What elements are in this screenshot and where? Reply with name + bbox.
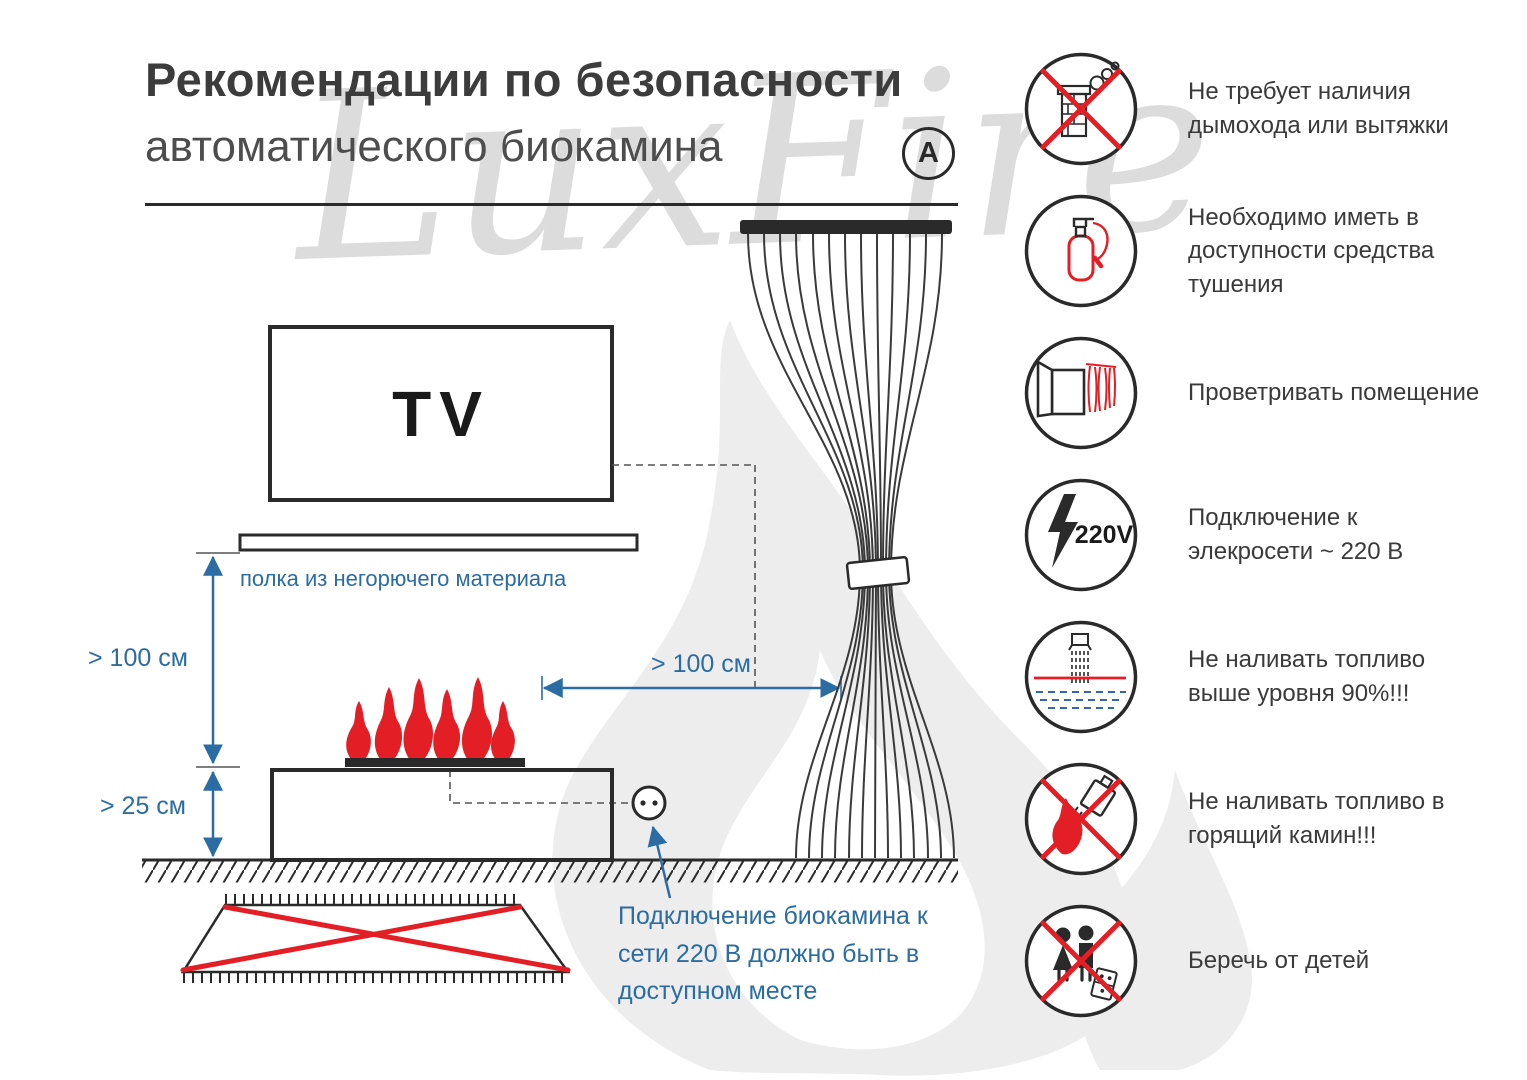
outlet-note: Подключение биокамина к сети 220 В должн… [618,902,928,1005]
safety-item-text: Беречь от детей [1188,947,1370,975]
fire-extinguisher-icon [1024,194,1138,308]
burner-insert [345,758,525,767]
dimension-shelf-to-fireplace [196,552,240,768]
power-outlet [631,785,667,821]
power-220v-label: 220V [1075,521,1134,549]
carpet-forbidden [180,894,571,983]
safety-list: Не требует наличия дымохода или вытяжки … [1022,50,1502,1020]
safety-item-extinguisher: Необходимо иметь в доступности средства … [1022,192,1502,310]
safety-item-text: Подключение к элекросети ~ 220 В [1188,504,1404,565]
dimension-label-shelf-to-fireplace: > 100 см [88,644,188,672]
title-divider [145,203,958,206]
safety-item-text: Необходимо иметь в доступности средства … [1188,203,1435,298]
no-chimney-icon [1024,52,1138,166]
reference-dashed-lines [449,464,756,804]
power-220v-icon: 220V [1024,478,1138,592]
page-title-line1: Рекомендации по безопасности [145,53,903,106]
safety-item-fuel-level: Не наливать топливо выше уровня 90%!!! [1022,618,1502,736]
safety-item-text: Не требует наличия дымохода или вытяжки [1188,78,1449,139]
curtain-tieback [845,555,911,591]
shelf [238,533,639,552]
safety-item-no-refuel: Не наливать топливо в горящий камин!!! [1022,760,1502,878]
safety-item-text: Не наливать топливо выше уровня 90%!!! [1188,646,1426,707]
floor [142,858,958,883]
safety-item-text: Не наливать топливо в горящий камин!!! [1188,788,1445,849]
curtain [740,220,955,859]
no-refuel-burning-icon [1024,762,1138,876]
dimension-label-fireplace-to-curtain: > 100 см [651,650,751,678]
fireplace-body [270,768,614,862]
outlet-note-arrow [647,825,672,899]
fire-flames [346,677,515,763]
safety-item-ventilation: Проветривать помещение [1022,334,1502,452]
tv: TV [268,325,614,502]
room-schematic: TV [142,220,958,983]
shelf-label: полка из негорючего материала [240,566,567,591]
safety-item-power: 220V Подключение к элекросети ~ 220 В [1022,476,1502,594]
safety-item-text: Проветривать помещение [1188,379,1480,407]
circled-a-letter: A [918,137,939,169]
page-title-line2: автоматического биокамина [145,122,723,171]
open-window-icon [1024,336,1138,450]
fuel-level-icon [1024,620,1138,734]
dimension-fireplace-to-curtain [541,676,842,700]
keep-from-children-icon [1024,904,1138,1018]
tv-label: TV [392,378,490,450]
carpet-cross-icon [180,904,571,973]
circled-a-mark: A [902,127,955,180]
safety-item-no-chimney: Не требует наличия дымохода или вытяжки [1022,50,1502,168]
safety-item-children: Беречь от детей [1022,902,1502,1020]
dimension-label-fireplace-to-floor: > 25 см [100,792,186,820]
